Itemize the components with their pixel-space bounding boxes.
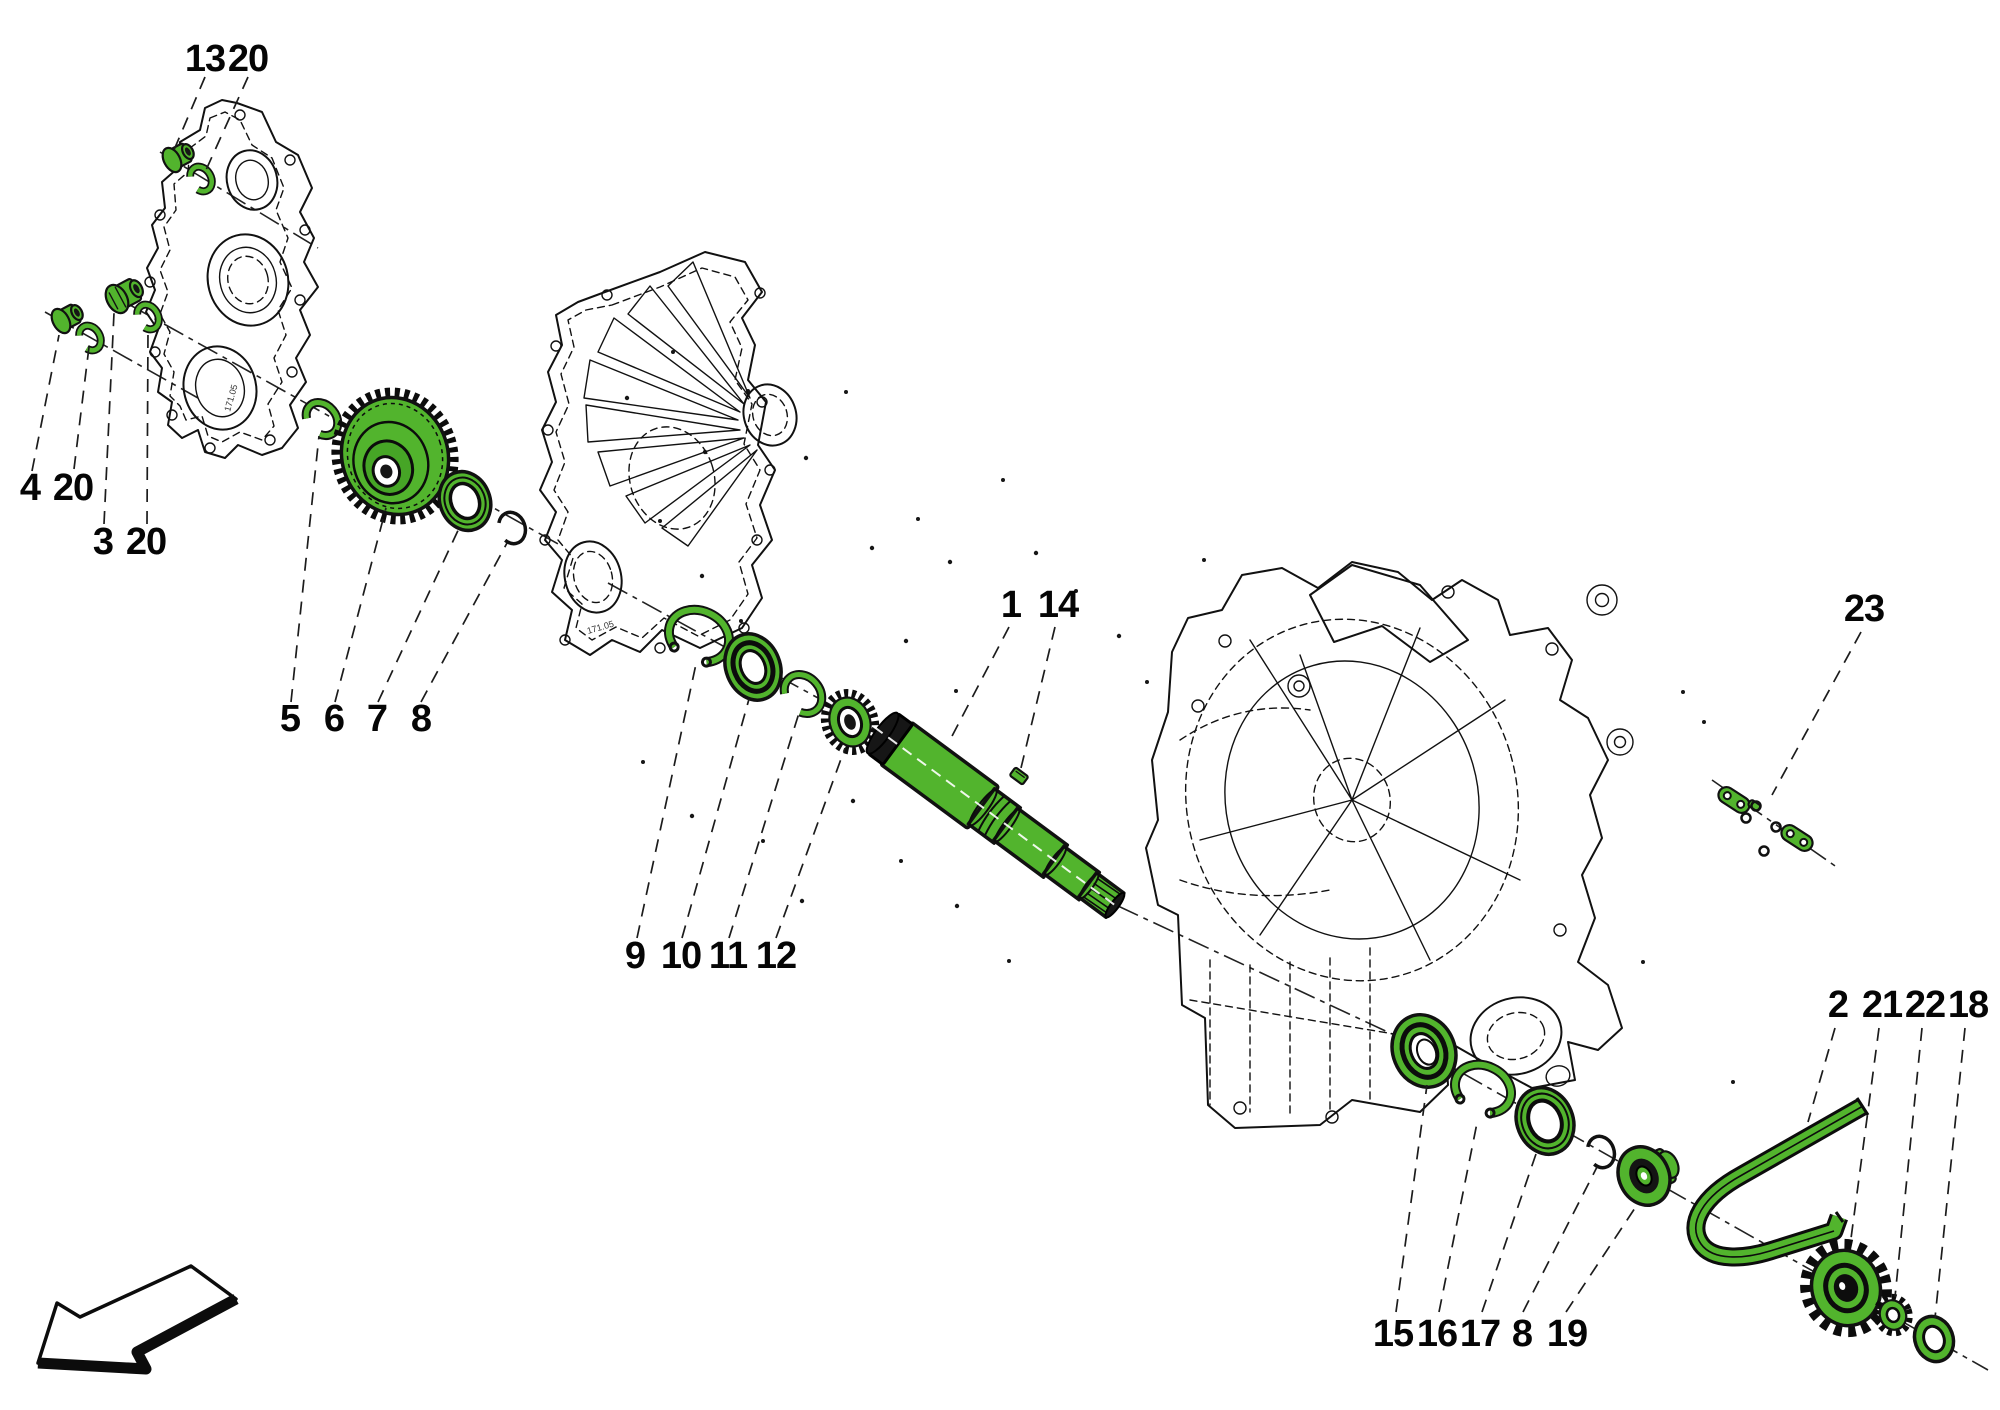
front-cover-outline: 171.05 xyxy=(144,99,319,459)
callout-18: 18 xyxy=(1948,984,1988,1026)
callout-4: 4 xyxy=(20,467,41,509)
part-13-bushing xyxy=(161,142,195,174)
callout-labels: 13 20 4 20 3 20 5 6 7 8 9 10 11 12 1 14 … xyxy=(20,38,1989,1355)
callout-15: 15 xyxy=(1373,1313,1414,1355)
part-17-seal-ring xyxy=(1514,1086,1576,1156)
callout-23: 23 xyxy=(1844,588,1884,630)
part-16-circlip xyxy=(1450,1059,1516,1119)
part-14-key xyxy=(1009,766,1029,786)
leader-lines xyxy=(31,76,1966,1319)
cover-stamp-text: 171.05 xyxy=(222,383,239,412)
center-axis-lines xyxy=(44,151,1989,1371)
part-20-circlip-low xyxy=(75,321,105,355)
callout-20c: 20 xyxy=(126,521,166,563)
callout-2: 2 xyxy=(1828,984,1848,1026)
part-6-gear xyxy=(331,387,459,525)
part-8-snap-ring xyxy=(497,510,528,546)
callout-17: 17 xyxy=(1460,1313,1500,1355)
part-20-circlip-mid xyxy=(133,300,163,334)
callout-20b: 20 xyxy=(53,467,93,509)
callout-1: 1 xyxy=(1001,584,1022,626)
part-18-ring-nut xyxy=(1912,1314,1956,1364)
stipple-dots xyxy=(624,350,1735,1084)
callout-19: 19 xyxy=(1547,1313,1587,1355)
callout-20a: 20 xyxy=(228,38,268,80)
part-10-ball-bearing xyxy=(723,632,783,702)
part-11-circlip xyxy=(779,670,827,718)
callout-12: 12 xyxy=(756,935,796,977)
callout-14: 14 xyxy=(1038,584,1079,626)
part-23-master-link xyxy=(1717,785,1814,857)
part-3-bushing xyxy=(104,278,144,315)
callout-3: 3 xyxy=(93,521,113,563)
part-22-lock-washer xyxy=(1873,1293,1913,1337)
callout-7: 7 xyxy=(367,698,387,740)
callout-8b: 8 xyxy=(1512,1313,1532,1355)
callout-5: 5 xyxy=(280,698,301,740)
callout-16: 16 xyxy=(1417,1313,1457,1355)
callout-13: 13 xyxy=(185,38,225,80)
intermediate-cover-outline: 171.05 xyxy=(539,251,798,656)
callout-6: 6 xyxy=(324,698,344,740)
part-7-seal-ring xyxy=(437,469,493,533)
callout-11: 11 xyxy=(709,935,748,977)
part-19-hub xyxy=(1616,1145,1680,1207)
gearbox-housing-outline xyxy=(1145,561,1634,1129)
callout-21: 21 xyxy=(1862,984,1903,1026)
callout-22: 22 xyxy=(1905,984,1945,1026)
part-15-ball-bearing xyxy=(1390,1013,1458,1089)
part-5-circlip xyxy=(301,398,343,440)
part-2-chain xyxy=(1686,1097,1870,1267)
part-8-snap-ring-2 xyxy=(1586,1134,1617,1170)
part-4-bushing xyxy=(50,303,84,335)
callout-9: 9 xyxy=(625,935,645,977)
part-20-circlip-top xyxy=(186,162,216,196)
part-1-main-shaft xyxy=(865,711,1127,919)
direction-arrow xyxy=(36,1264,239,1375)
callout-8a: 8 xyxy=(411,698,431,740)
callout-10: 10 xyxy=(661,935,701,977)
cover-stamp-text-2: 171.05 xyxy=(586,619,615,636)
